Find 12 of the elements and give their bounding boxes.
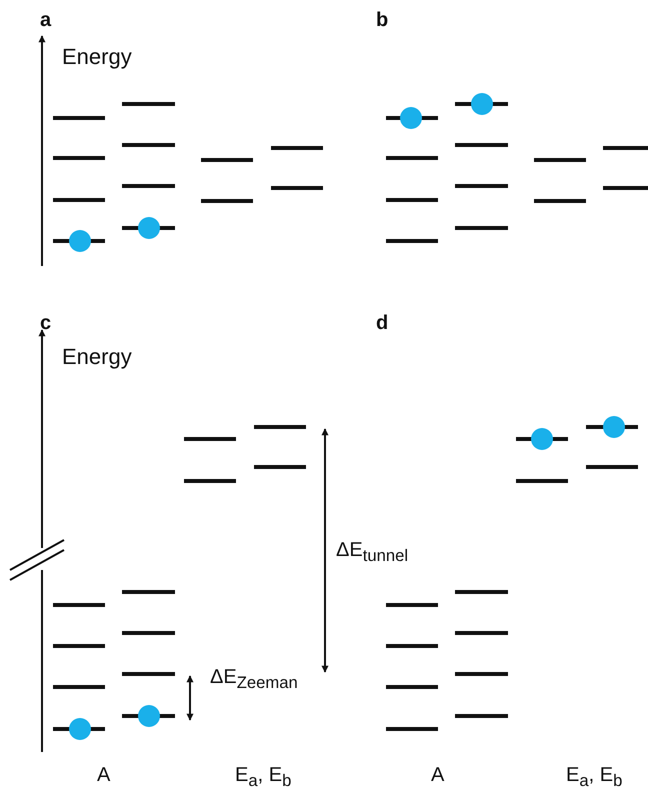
axis-label: Energy <box>62 346 132 368</box>
panel-label: b <box>376 10 388 30</box>
panel-label: c <box>40 313 52 333</box>
column-label: A <box>97 765 110 785</box>
axis-label: Energy <box>62 46 132 68</box>
column-label: A <box>431 765 444 785</box>
panel-label: a <box>40 10 52 30</box>
panel-label: d <box>376 313 388 333</box>
energy-gap-label: ΔE$_{tunnel}$ <box>336 540 408 565</box>
energy-gap-label: ΔE$_{Zeeman}$ <box>210 667 298 692</box>
column-label: E$_{a}$, E$_{b}$ <box>235 765 292 790</box>
column-label: E$_{a}$, E$_{b}$ <box>566 765 622 790</box>
